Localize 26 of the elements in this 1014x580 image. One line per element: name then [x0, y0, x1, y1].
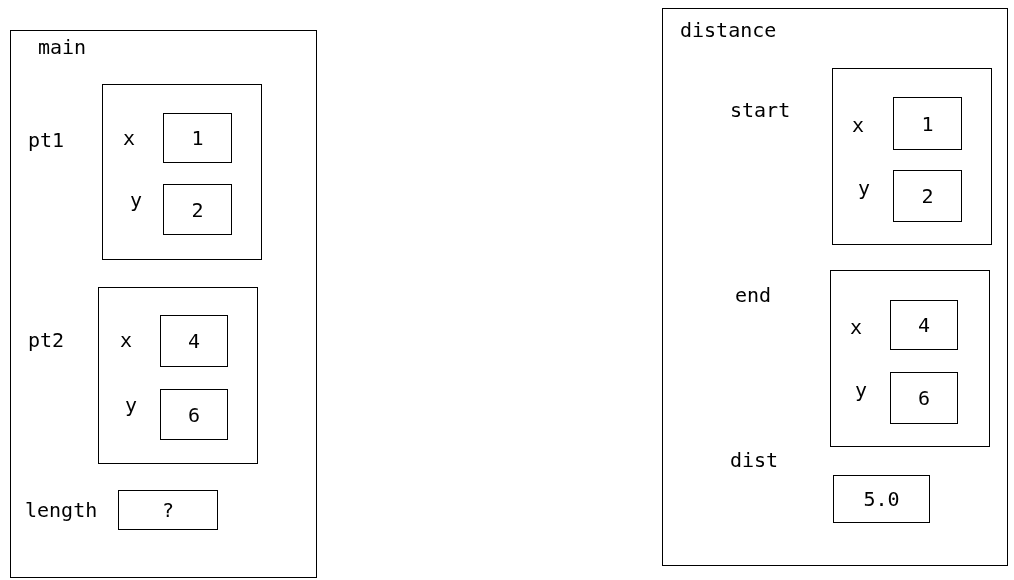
- field-name: x: [852, 113, 865, 137]
- value-box: 4: [890, 300, 958, 350]
- value-box: 4: [160, 315, 228, 367]
- field-name: y: [858, 176, 871, 200]
- field-name: x: [850, 315, 863, 339]
- value-box: 6: [890, 372, 958, 424]
- field-name: x: [120, 328, 133, 352]
- field-name: x: [123, 126, 136, 150]
- value-box: 5.0: [833, 475, 930, 523]
- value-box: 2: [893, 170, 962, 222]
- field-name: y: [125, 393, 138, 417]
- value-box: 6: [160, 389, 228, 440]
- value-box: 1: [893, 97, 962, 150]
- variable-name: start: [730, 98, 791, 122]
- field-name: length: [25, 498, 98, 522]
- frame-name: main: [38, 35, 87, 59]
- field-name: dist: [730, 448, 779, 472]
- field-name: y: [855, 378, 868, 402]
- value-box: 2: [163, 184, 232, 235]
- value-box: ?: [118, 490, 218, 530]
- variable-name: pt1: [28, 128, 65, 152]
- variable-name: end: [735, 283, 772, 307]
- variable-name: pt2: [28, 328, 65, 352]
- frame-name: distance: [680, 18, 777, 42]
- value-box: 1: [163, 113, 232, 163]
- field-name: y: [130, 188, 143, 212]
